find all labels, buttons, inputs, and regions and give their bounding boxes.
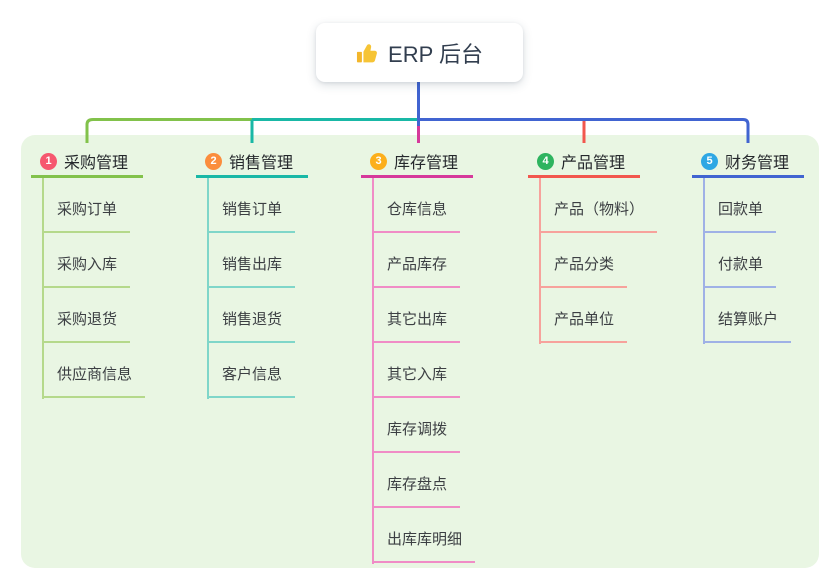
child-node-label: 其它出库 bbox=[387, 311, 448, 328]
child-node-label: 回款单 bbox=[718, 201, 764, 218]
branch-children: 采购订单采购入库采购退货供应商信息 bbox=[42, 178, 146, 399]
branch-number-badge: 2 bbox=[205, 152, 222, 170]
child-node[interactable]: 产品库存 bbox=[372, 233, 461, 288]
child-node[interactable]: 仓库信息 bbox=[372, 178, 461, 233]
child-node[interactable]: 库存盘点 bbox=[372, 453, 461, 508]
branch-node-财务管理[interactable]: 5 财务管理 bbox=[692, 147, 804, 178]
child-node-label: 客户信息 bbox=[222, 366, 283, 383]
branch-children: 销售订单销售出库销售退货客户信息 bbox=[207, 178, 296, 399]
child-node-label: 销售订单 bbox=[222, 201, 283, 218]
child-node[interactable]: 其它出库 bbox=[372, 288, 461, 343]
branch-number-badge: 5 bbox=[701, 152, 718, 170]
child-node[interactable]: 付款单 bbox=[703, 233, 777, 288]
branch-label: 产品管理 bbox=[561, 155, 626, 172]
branch-label: 采购管理 bbox=[64, 155, 129, 172]
child-node[interactable]: 结算账户 bbox=[703, 288, 792, 343]
branch-label: 库存管理 bbox=[394, 155, 459, 172]
children-connector-line bbox=[372, 178, 374, 564]
branch-children: 仓库信息产品库存其它出库其它入库库存调拨库存盘点出库库明细 bbox=[372, 178, 476, 564]
children-connector-line bbox=[207, 178, 209, 399]
branch-number-badge: 1 bbox=[40, 152, 57, 170]
branch-label: 销售管理 bbox=[229, 155, 294, 172]
child-node[interactable]: 产品（物料） bbox=[539, 178, 658, 233]
child-node-label: 销售退货 bbox=[222, 311, 283, 328]
branch-node-采购管理[interactable]: 1 采购管理 bbox=[31, 147, 143, 178]
child-node[interactable]: 供应商信息 bbox=[42, 343, 146, 398]
branch-label: 财务管理 bbox=[725, 155, 790, 172]
child-node-label: 结算账户 bbox=[718, 311, 779, 328]
child-node[interactable]: 客户信息 bbox=[207, 343, 296, 398]
child-node[interactable]: 库存调拨 bbox=[372, 398, 461, 453]
thumbs-up-icon bbox=[356, 42, 378, 64]
child-node-label: 销售出库 bbox=[222, 256, 283, 273]
child-node[interactable]: 销售订单 bbox=[207, 178, 296, 233]
child-node[interactable]: 采购入库 bbox=[42, 233, 131, 288]
child-node-label: 出库库明细 bbox=[387, 531, 463, 548]
child-node[interactable]: 销售出库 bbox=[207, 233, 296, 288]
child-node[interactable]: 其它入库 bbox=[372, 343, 461, 398]
child-node-label: 库存调拨 bbox=[387, 421, 448, 438]
child-node-label: 其它入库 bbox=[387, 366, 448, 383]
child-node-label: 产品单位 bbox=[554, 311, 615, 328]
branch-node-库存管理[interactable]: 3 库存管理 bbox=[361, 147, 473, 178]
branch-children: 产品（物料） 产品分类产品单位 bbox=[539, 178, 658, 344]
child-node[interactable]: 产品单位 bbox=[539, 288, 628, 343]
mindmap-panel-background bbox=[21, 135, 819, 568]
children-connector-line bbox=[703, 178, 705, 344]
children-connector-line bbox=[539, 178, 541, 344]
mindmap-root-node[interactable]: ERP 后台 bbox=[316, 23, 523, 82]
branch-number-badge: 4 bbox=[537, 152, 554, 170]
child-node-label: 库存盘点 bbox=[387, 476, 448, 493]
child-node-label: 采购退货 bbox=[57, 311, 118, 328]
child-node-label: 产品库存 bbox=[387, 256, 448, 273]
child-node[interactable]: 产品分类 bbox=[539, 233, 628, 288]
branch-children: 回款单付款单结算账户 bbox=[703, 178, 792, 344]
child-node-label: 产品分类 bbox=[554, 256, 615, 273]
child-node[interactable]: 采购退货 bbox=[42, 288, 131, 343]
child-node[interactable]: 出库库明细 bbox=[372, 508, 476, 563]
children-connector-line bbox=[42, 178, 44, 399]
child-node-label: 采购订单 bbox=[57, 201, 118, 218]
branch-node-销售管理[interactable]: 2 销售管理 bbox=[196, 147, 308, 178]
root-label: ERP 后台 bbox=[388, 41, 483, 67]
child-node-label: 付款单 bbox=[718, 256, 764, 273]
child-node[interactable]: 销售退货 bbox=[207, 288, 296, 343]
child-node-label: 产品（物料） bbox=[554, 201, 645, 218]
branch-node-产品管理[interactable]: 4 产品管理 bbox=[528, 147, 640, 178]
child-node-label: 供应商信息 bbox=[57, 366, 133, 383]
child-node[interactable]: 采购订单 bbox=[42, 178, 131, 233]
branch-number-badge: 3 bbox=[370, 152, 387, 170]
child-node-label: 采购入库 bbox=[57, 256, 118, 273]
child-node[interactable]: 回款单 bbox=[703, 178, 777, 233]
child-node-label: 仓库信息 bbox=[387, 201, 448, 218]
